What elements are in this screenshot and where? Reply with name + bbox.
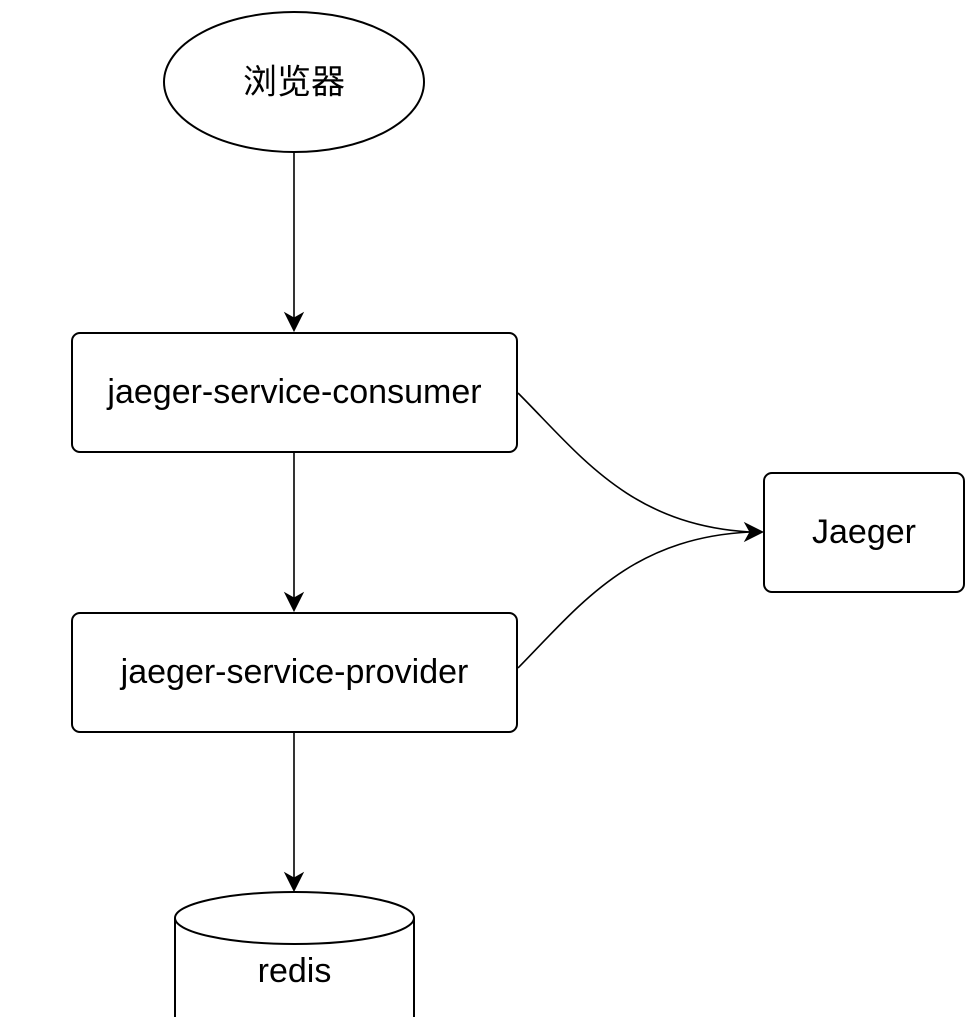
- consumer-label: jaeger-service-consumer: [106, 373, 481, 411]
- jaeger-label: Jaeger: [812, 513, 916, 551]
- arrowhead-redis: [283, 871, 305, 893]
- provider-box: [71, 612, 518, 733]
- redis-node: redis: [174, 891, 415, 1017]
- redis-cylinder-body: [174, 918, 415, 1017]
- browser-node: 浏览器: [163, 11, 425, 153]
- arrowhead-provider: [283, 591, 305, 613]
- arrowhead-jaeger: [743, 521, 765, 543]
- edge-provider-to-jaeger: [517, 531, 751, 669]
- redis-cylinder-top: [174, 891, 415, 945]
- browser-label: 浏览器: [243, 63, 345, 103]
- consumer-box: [71, 332, 518, 453]
- edges: [283, 152, 765, 893]
- jaeger-box: [763, 472, 965, 593]
- consumer-node: jaeger-service-consumer: [71, 332, 518, 453]
- jaeger-node: Jaeger: [763, 472, 965, 593]
- browser-ellipse: [163, 11, 425, 153]
- provider-node: jaeger-service-provider: [71, 612, 518, 733]
- provider-label: jaeger-service-provider: [120, 653, 469, 691]
- edge-consumer-to-jaeger: [517, 392, 751, 533]
- arrowhead-consumer: [283, 311, 305, 333]
- redis-label: redis: [258, 952, 332, 990]
